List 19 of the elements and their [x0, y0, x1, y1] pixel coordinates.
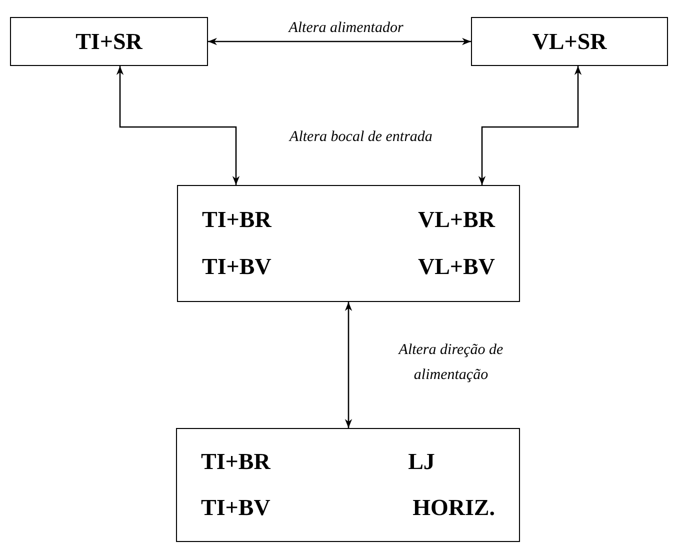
double-arrow [344, 302, 352, 428]
box-text: TI+BV [201, 495, 270, 521]
double-arrow [478, 66, 582, 185]
box-text: TI+BV [202, 254, 272, 280]
process-box [176, 428, 520, 542]
box-text: TI+SR [76, 28, 142, 54]
box-text: TI+BR [201, 449, 270, 475]
double-arrow [116, 66, 240, 185]
box-text: TI+BR [202, 207, 272, 233]
double-arrow [208, 38, 471, 46]
box-text: VL+SR [532, 28, 607, 54]
box-text: VL+BR [418, 207, 495, 233]
edge-label: Altera alimentador [287, 19, 404, 38]
process-box [177, 185, 520, 302]
process-box [471, 17, 668, 66]
process-box [10, 17, 208, 66]
box-text: VL+BV [418, 254, 495, 280]
box-text: LJ [408, 449, 435, 475]
box-text: HORIZ. [412, 495, 495, 521]
